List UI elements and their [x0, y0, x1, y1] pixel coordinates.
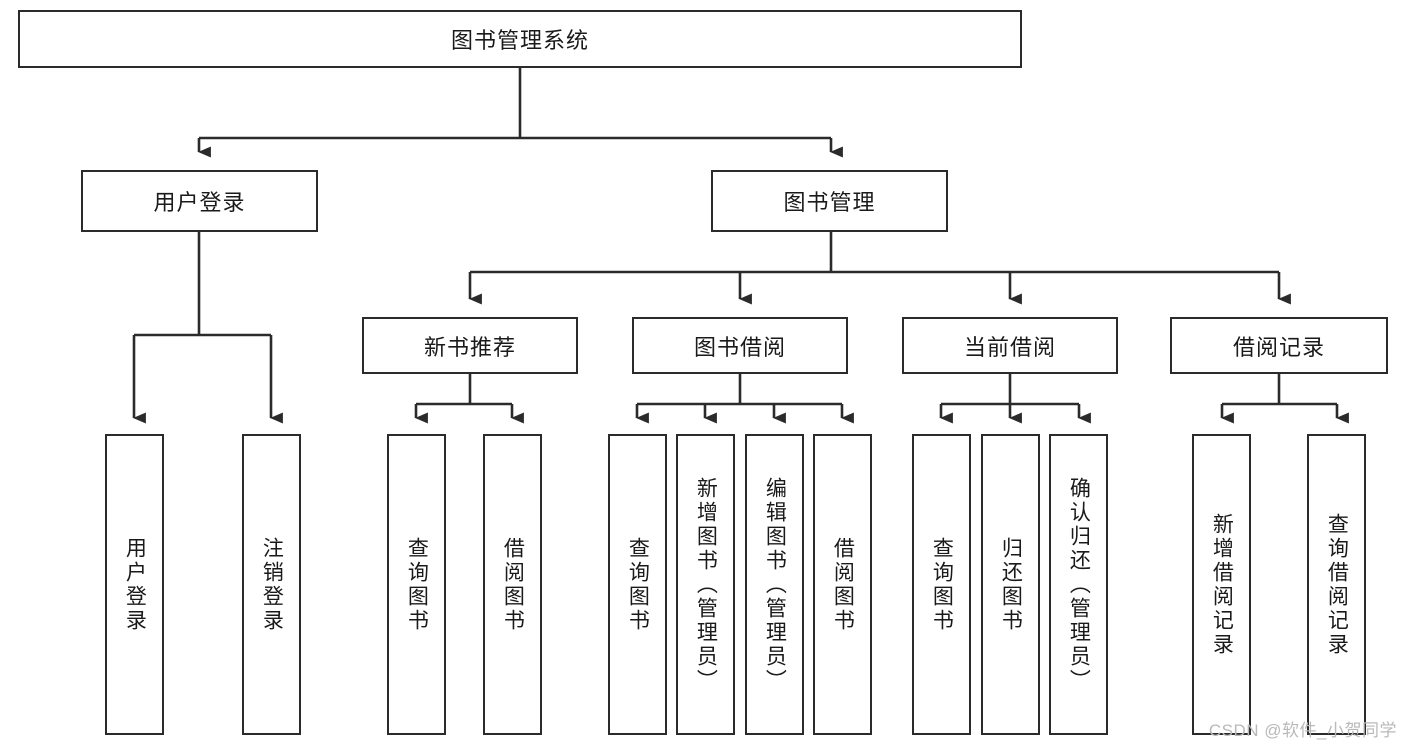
leaf-borrow-query-book[interactable]: 查询图书: [608, 434, 667, 735]
node-label: 当前借阅: [963, 334, 1056, 360]
node-book-borrow[interactable]: 图书借阅: [632, 317, 848, 374]
node-label: 图书借阅: [693, 334, 786, 360]
leaf-borrow-borrow-book[interactable]: 借阅图书: [813, 434, 872, 735]
node-label: 图书管理系统: [450, 28, 589, 53]
node-label: 用户登录: [153, 190, 246, 215]
leaf-recommend-borrow-book[interactable]: 借阅图书: [483, 434, 542, 735]
node-label: 新增图书（管理员）: [694, 476, 718, 693]
node-label: 借阅图书: [501, 536, 525, 633]
leaf-current-query-book[interactable]: 查询图书: [912, 434, 971, 735]
node-label: 查询图书: [405, 536, 429, 633]
node-current-borrow[interactable]: 当前借阅: [902, 317, 1118, 374]
csdn-watermark: CSDN @软件_小贺同学: [1208, 721, 1397, 740]
node-label: 用户登录: [123, 536, 147, 633]
leaf-record-add-record[interactable]: 新增借阅记录: [1192, 434, 1251, 735]
leaf-borrow-edit-book-admin[interactable]: 编辑图书（管理员）: [745, 434, 804, 735]
node-label: 新增借阅记录: [1210, 512, 1234, 657]
node-label: 借阅记录: [1232, 334, 1325, 360]
node-label: 归还图书: [999, 536, 1023, 633]
leaf-borrow-add-book-admin[interactable]: 新增图书（管理员）: [676, 434, 735, 735]
node-borrow-record[interactable]: 借阅记录: [1170, 317, 1388, 374]
leaf-user-login-signin[interactable]: 用户登录: [105, 434, 164, 735]
node-label: 查询图书: [930, 536, 954, 633]
leaf-record-query-record[interactable]: 查询借阅记录: [1307, 434, 1366, 735]
leaf-recommend-query-book[interactable]: 查询图书: [387, 434, 446, 735]
node-label: 注销登录: [260, 536, 284, 633]
node-label: 借阅图书: [831, 536, 855, 633]
node-label: 确认归还（管理员）: [1067, 476, 1091, 693]
node-label: 图书管理: [783, 190, 876, 215]
node-new-book-recommend[interactable]: 新书推荐: [362, 317, 578, 374]
node-root-system[interactable]: 图书管理系统: [18, 10, 1022, 68]
leaf-current-confirm-return-admin[interactable]: 确认归还（管理员）: [1049, 434, 1108, 735]
node-label: 新书推荐: [423, 334, 516, 360]
leaf-user-login-signout[interactable]: 注销登录: [242, 434, 301, 735]
node-book-management[interactable]: 图书管理: [711, 170, 948, 232]
node-label: 查询图书: [626, 536, 650, 633]
node-label: 查询借阅记录: [1325, 512, 1349, 657]
leaf-current-return-book[interactable]: 归还图书: [981, 434, 1040, 735]
node-user-login[interactable]: 用户登录: [81, 170, 318, 232]
node-label: 编辑图书（管理员）: [763, 476, 787, 693]
